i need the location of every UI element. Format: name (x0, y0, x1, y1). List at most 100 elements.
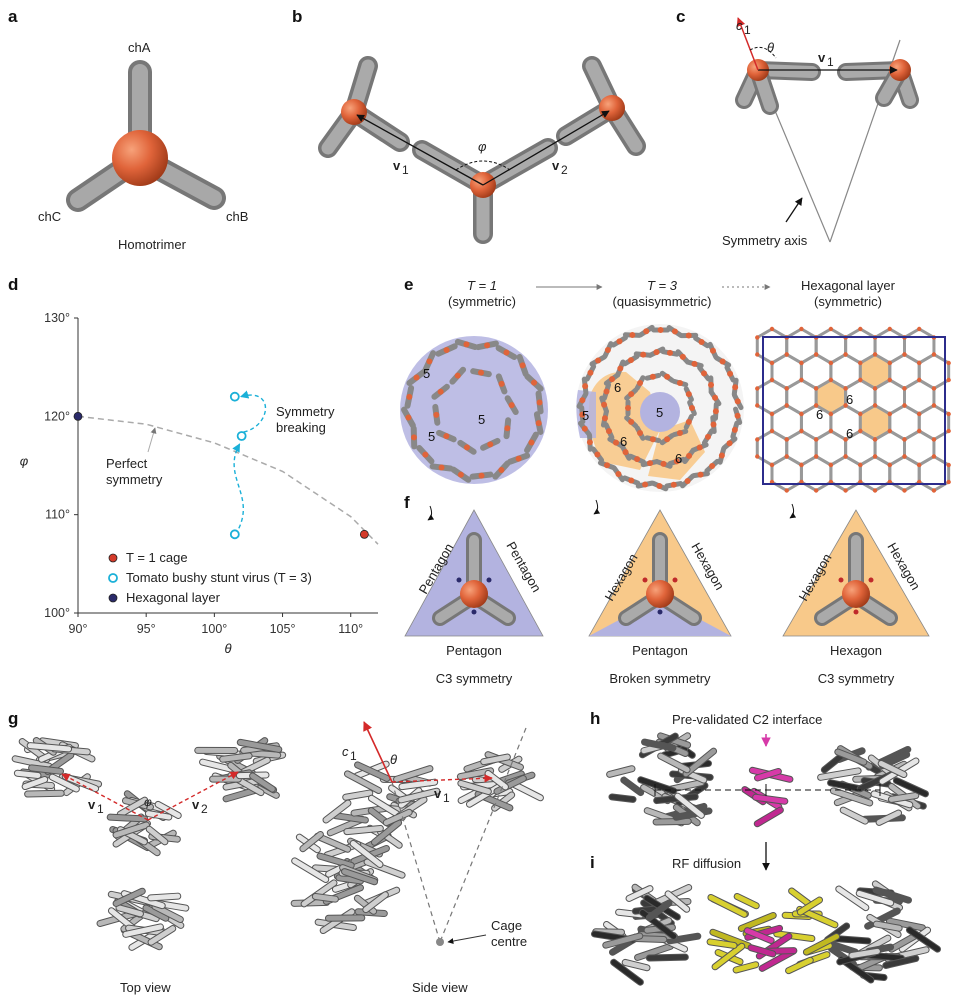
annotation-symmetry-breaking-2: breaking (276, 420, 326, 435)
cage-node (671, 328, 678, 335)
panel-i: i RF diffusion (590, 853, 942, 986)
cage-node (643, 328, 650, 335)
g-cage-label-2: centre (491, 934, 527, 949)
hex-node (917, 411, 922, 417)
cage-node (617, 365, 624, 372)
hex-node (813, 488, 819, 493)
cage-node (603, 388, 610, 395)
helix (371, 820, 402, 845)
helix (708, 894, 747, 917)
panel-label-f: f (404, 493, 410, 512)
x-axis-label: θ (224, 641, 231, 656)
data-point (236, 431, 247, 441)
hex-node (872, 454, 878, 459)
label-v1-c-sub: 1 (827, 55, 834, 69)
f3-bottom-label: Hexagon (830, 643, 882, 658)
helix (363, 892, 388, 913)
cage-node (710, 421, 717, 428)
annotation-perfect: Perfect (106, 456, 148, 471)
g-label-v1-sub: 1 (97, 802, 104, 816)
helix (641, 739, 676, 751)
cage-node (664, 373, 671, 380)
cage-node (508, 402, 515, 409)
g-label-v2-sub: 2 (201, 802, 208, 816)
x-tick-label: 110° (338, 622, 363, 636)
cage-node (685, 418, 692, 425)
helix (856, 890, 894, 906)
helix (675, 793, 704, 818)
cage-node (615, 471, 622, 478)
helix (835, 749, 867, 765)
cage-node (640, 351, 647, 358)
helix (300, 831, 323, 852)
x-tick-label: 105° (270, 622, 296, 636)
t3-cage: 6 5 6 6 5 (576, 324, 744, 492)
helix (646, 900, 672, 921)
f2-caption: Broken symmetry (609, 671, 711, 686)
hex-node (917, 326, 922, 332)
helix (123, 924, 163, 937)
h-title: Pre-validated C2 interface (672, 712, 822, 727)
hex-node (917, 360, 922, 366)
hex-node (769, 377, 775, 383)
cage-node (627, 357, 634, 364)
helix (152, 904, 183, 923)
helix (774, 931, 815, 942)
cage-node (581, 425, 588, 432)
hex-node (858, 360, 863, 366)
helix (789, 888, 811, 906)
y-tick-label: 130° (44, 311, 70, 325)
helix (873, 887, 911, 903)
t3-face-1: 6 (614, 380, 621, 395)
helix (821, 753, 844, 773)
hex-node (931, 403, 937, 408)
caption-homotrimer: Homotrimer (118, 237, 187, 252)
cage-node (712, 408, 719, 415)
helix (398, 788, 440, 803)
cage-node (478, 472, 485, 479)
hex-node (813, 352, 819, 357)
breaking-path-upper (240, 390, 266, 433)
cage-node (605, 428, 612, 435)
cage-node (647, 460, 654, 467)
hex-node (887, 326, 892, 332)
cage-node (587, 369, 594, 376)
hex-node (902, 437, 907, 442)
helix (250, 773, 275, 792)
f1-bottom-label: Pentagon (446, 643, 502, 658)
helix (113, 888, 145, 906)
hex-node (784, 437, 789, 442)
annotation-perfect-pointer (147, 427, 157, 453)
helix (312, 894, 338, 902)
cage-node (413, 374, 420, 381)
breaking-path-lower (232, 443, 244, 529)
cage-node (503, 349, 510, 356)
hex-node (946, 360, 951, 366)
cage-node (531, 379, 538, 386)
hex-node (872, 352, 878, 357)
data-point (359, 529, 369, 539)
g-label-v1: v (88, 797, 96, 812)
helix (22, 776, 48, 790)
t1-cage: 5 5 5 (400, 336, 548, 484)
t3-face-2: 5 (656, 405, 663, 420)
g-side-label-v1-sub: 1 (443, 791, 450, 805)
helix (665, 891, 690, 912)
cage-node (519, 362, 526, 369)
theta-arc (749, 46, 777, 59)
helix (626, 886, 653, 901)
cage-node (696, 444, 703, 451)
g-cage-centre-pointer (447, 934, 487, 944)
hex-node (872, 488, 878, 493)
label-chC: chC (38, 209, 61, 224)
hex-node (902, 488, 907, 493)
vector-v1 (356, 114, 484, 186)
label-v1: v (393, 158, 401, 173)
helix (355, 762, 390, 781)
cage-node (628, 418, 635, 425)
label-v1-c: v (818, 50, 826, 65)
helix (786, 957, 813, 974)
cage-node (718, 452, 725, 459)
cage-node (498, 467, 505, 474)
